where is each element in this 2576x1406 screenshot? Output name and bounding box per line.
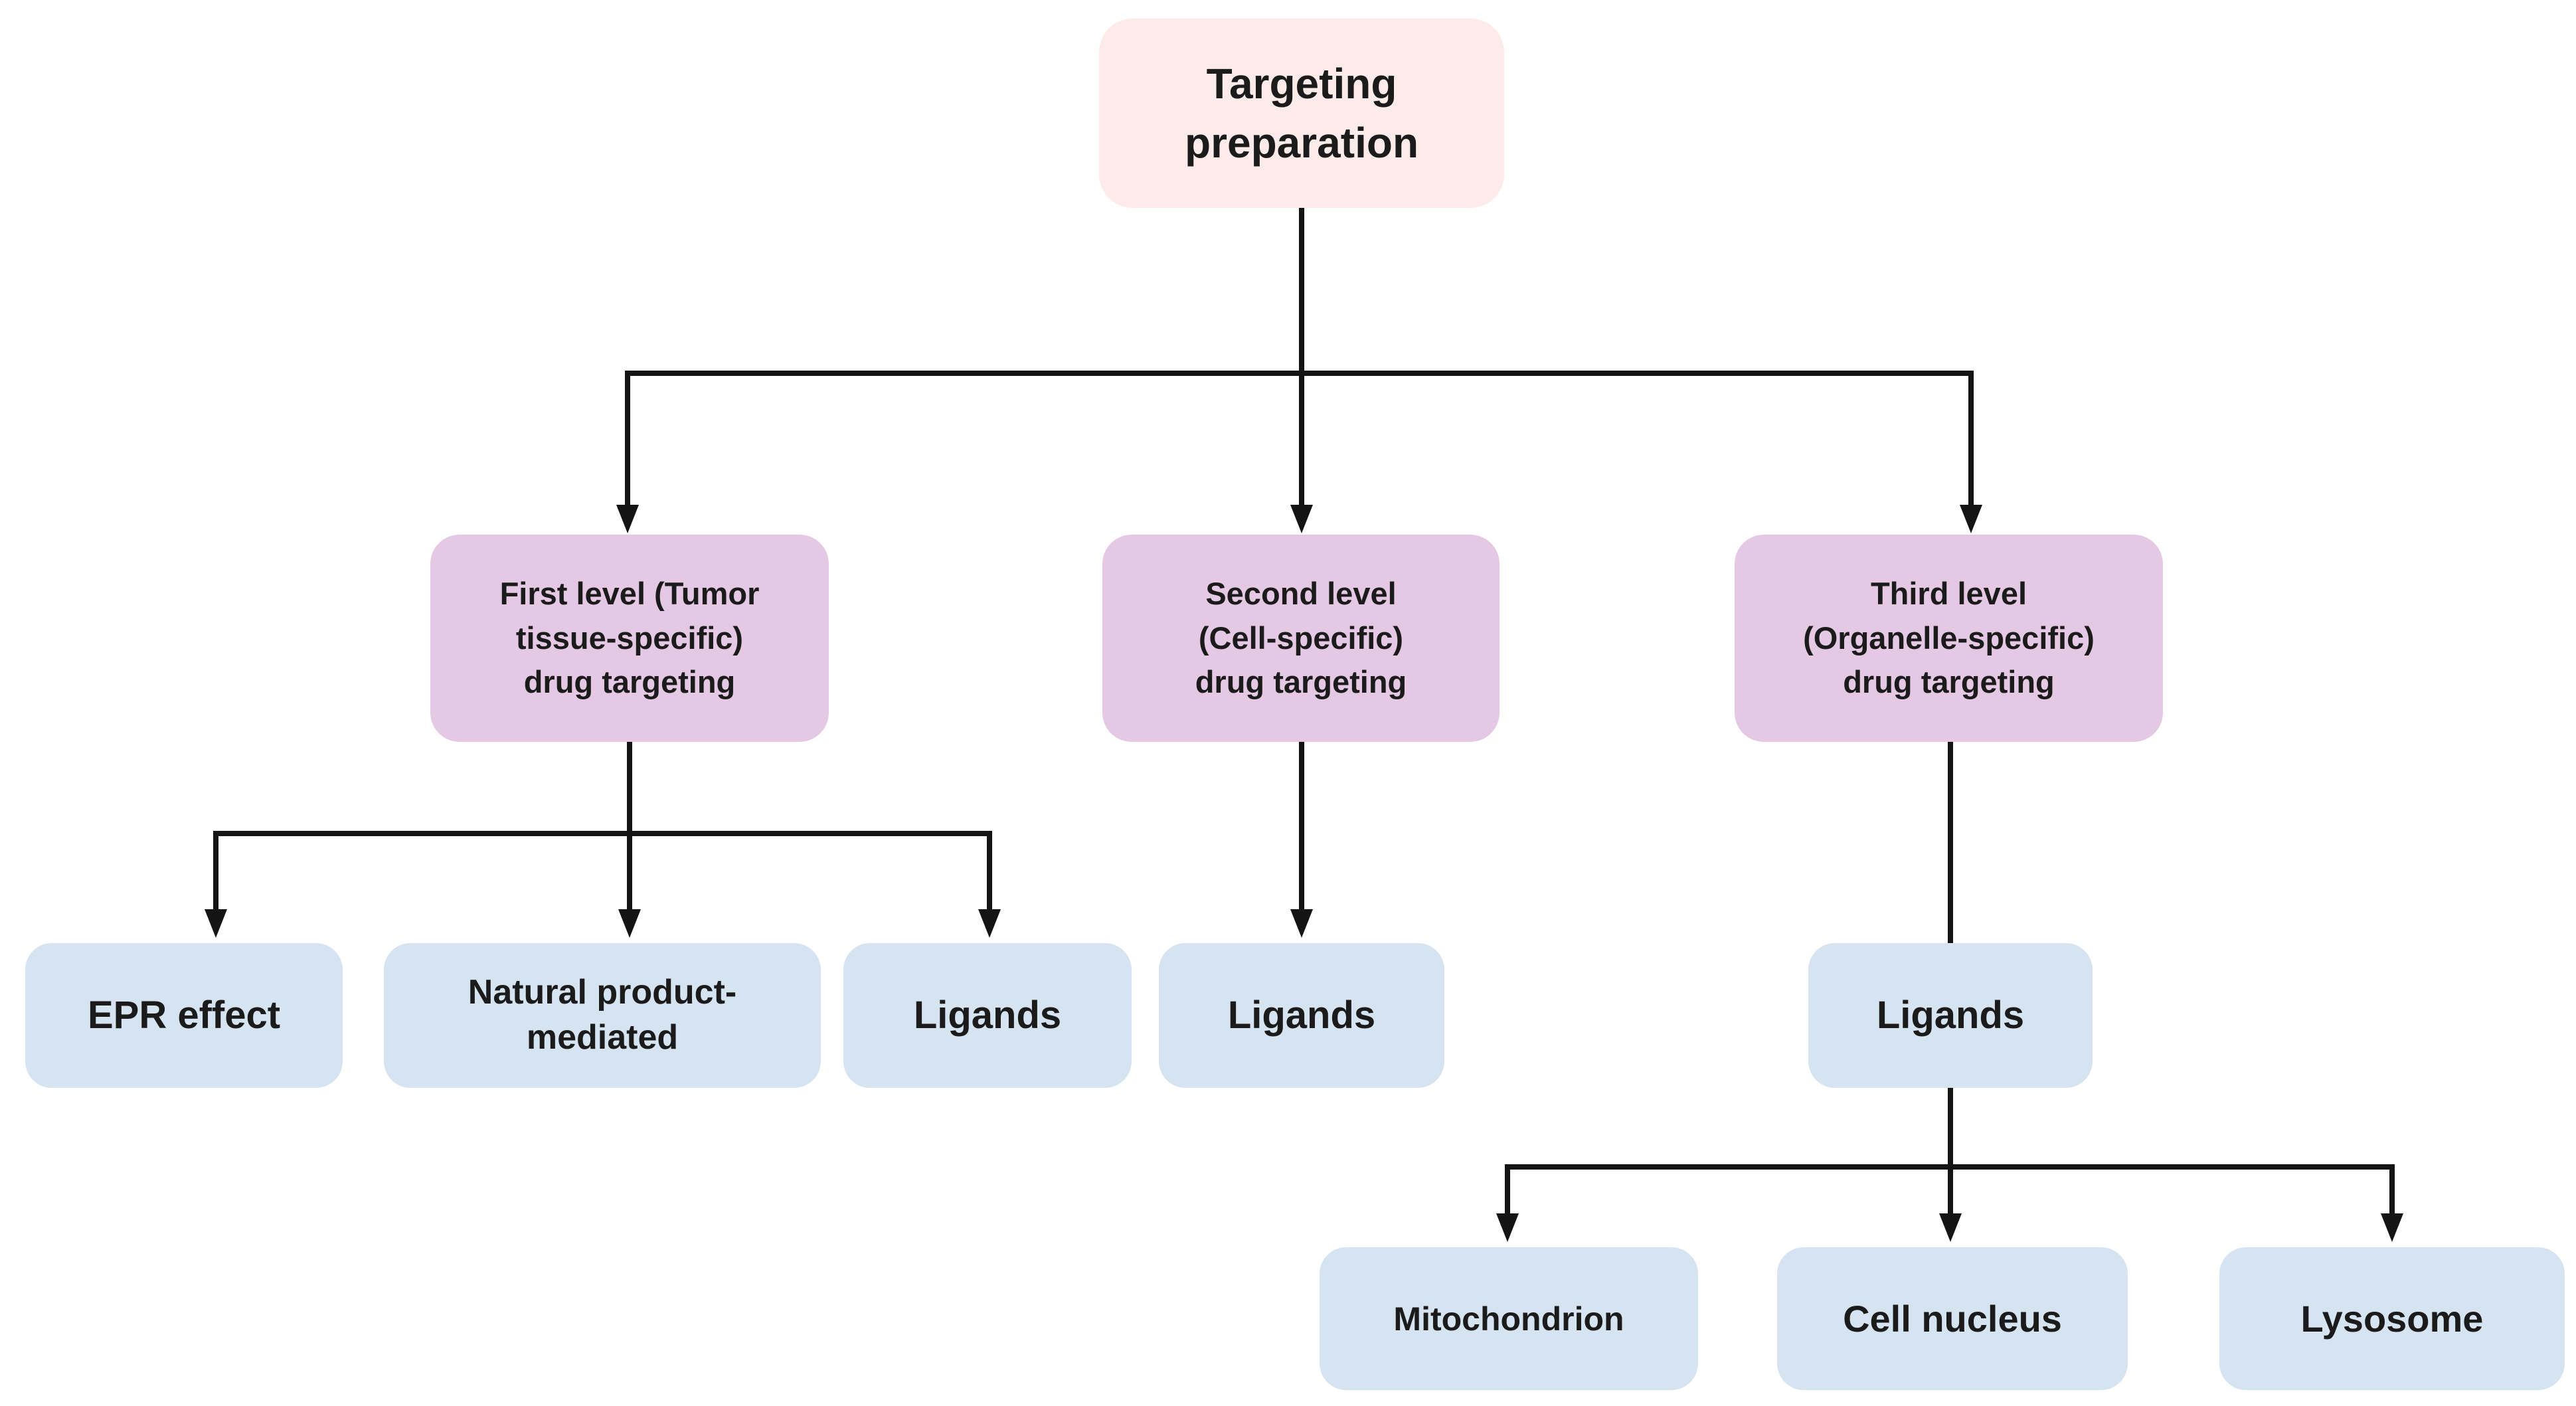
arrowhead-ligands-second [1290, 909, 1313, 938]
arrowhead-epr [205, 909, 227, 938]
node-cell-nucleus: Cell nucleus [1777, 1247, 2128, 1390]
node-first-level: First level (Tumor tissue-specific) drug… [430, 535, 829, 742]
node-ligands-second-label: Ligands [1227, 994, 1376, 1037]
node-cell-nucleus-label: Cell nucleus [1843, 1297, 2062, 1340]
arrowhead-third-level [1960, 505, 1982, 533]
arrowhead-lysosome [2381, 1213, 2403, 1242]
node-epr-effect-label: EPR effect [87, 994, 281, 1037]
arrowhead-mitochondrion [1496, 1213, 1519, 1242]
node-epr-effect: EPR effect [25, 943, 343, 1088]
node-natural-product-label: Natural product- mediated [468, 973, 737, 1057]
arrowhead-cell-nucleus [1939, 1213, 1962, 1242]
node-second-level-label: Second level (Cell-specific) drug target… [1195, 575, 1407, 700]
arrowhead-ligands-first [978, 909, 1001, 938]
node-third-level: Third level (Organelle-specific) drug ta… [1735, 535, 2163, 742]
node-mitochondrion-label: Mitochondrion [1393, 1300, 1624, 1338]
node-mitochondrion: Mitochondrion [1320, 1247, 1698, 1390]
node-ligands-first: Ligands [843, 943, 1132, 1088]
node-natural-product: Natural product- mediated [384, 943, 821, 1088]
node-second-level: Second level (Cell-specific) drug target… [1102, 535, 1500, 742]
node-root-label: Targeting preparation [1184, 60, 1419, 167]
node-ligands-third: Ligands [1808, 943, 2093, 1088]
node-third-level-label: Third level (Organelle-specific) drug ta… [1803, 575, 2095, 700]
node-ligands-first-label: Ligands [913, 994, 1062, 1037]
node-root: Targeting preparation [1099, 19, 1504, 208]
node-first-level-label: First level (Tumor tissue-specific) drug… [499, 575, 760, 700]
arrowhead-natural [618, 909, 641, 938]
node-lysosome-label: Lysosome [2300, 1297, 2484, 1340]
arrowhead-second-level [1290, 505, 1313, 533]
arrowhead-first-level [616, 505, 639, 533]
node-lysosome: Lysosome [2219, 1247, 2565, 1390]
node-ligands-third-label: Ligands [1876, 994, 2025, 1037]
node-ligands-second: Ligands [1159, 943, 1444, 1088]
